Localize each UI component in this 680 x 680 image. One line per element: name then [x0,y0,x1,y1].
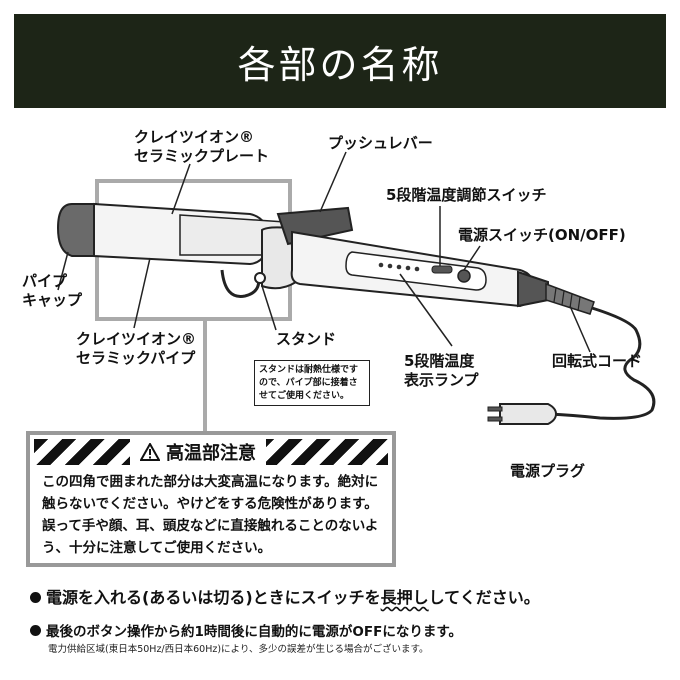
pipe-cap [56,203,97,257]
note-emphasis: 長押し [380,588,429,607]
warning-text: この四角で囲まれた部分は大変高温になります。絶対に触らないでください。やけどをす… [42,474,379,556]
label-pipe-cap: パイプ キャップ [22,272,82,310]
warning-title: 高温部注意 [130,439,266,465]
label-text: パイプ [22,272,68,290]
power-cord [547,306,656,420]
temp-lamp [405,265,411,271]
temp-lamp [396,264,402,270]
leader-pipe-cap [57,251,69,291]
leader-cord [569,305,591,353]
cord-coil [553,287,581,312]
label-power-switch: 電源スイッチ(ON/OFF) [458,226,626,244]
label-cord: 回転式コード [552,352,643,370]
label-ceramic-plate: クレイツイオン® セラミックプレート [134,128,269,166]
label-temp-lamps: 5段階温度 表示ランプ [404,352,479,390]
label-text: クレイツイオン® [76,330,197,348]
note-text: してください。 [428,588,540,607]
leader-push-lever [319,151,347,213]
page-title: 各部の名称 [237,42,443,87]
bullet-icon [30,625,41,636]
power-switch-button [457,269,471,283]
warning-box: 高温部注意 この四角で囲まれた部分は大変高温になります。絶対に触らないでください… [26,431,396,567]
plug-prong [487,406,503,412]
plug-prong [487,416,503,422]
label-plug: 電源プラグ [510,462,586,480]
label-push-lever: プッシュレバー [328,134,433,152]
header-banner: 各部の名称 [14,14,666,108]
stand-note: スタンドは耐熱仕様ですので、パイプ部に接着させてご使用ください。 [254,360,370,406]
bullet-icon [30,592,41,603]
warning-icon [140,443,160,461]
note-auto-off: 最後のボタン操作から約1時間後に自動的に電源がOFFになります。 [30,620,462,640]
handle-end-cap [517,270,549,308]
warning-title-text: 高温部注意 [166,443,256,464]
stand-ring [220,269,261,298]
label-text: 表示ランプ [404,371,479,389]
label-text: セラミックプレート [134,147,270,165]
temp-lamp [414,266,420,272]
power-plug [499,403,558,425]
label-text: キャップ [22,291,83,309]
label-ceramic-pipe: クレイツイオン® セラミックパイプ [76,330,196,368]
temp-lamp [387,263,393,269]
note-long-press: 電源を入れる(あるいは切る)ときにスイッチを長押ししてください。 [30,584,540,608]
leader-stand [261,285,277,331]
leader-pipe [133,257,151,329]
note-text: 電源を入れる(あるいは切る)ときにスイッチを [46,588,381,607]
cord-strain-relief [545,282,595,315]
note-region: 電力供給区域(東日本50Hz/西日本60Hz)により、多少の誤差が生じる場合がご… [48,644,429,655]
temp-lamp [378,262,384,268]
note-text: 最後のボタン操作から約1時間後に自動的に電源がOFFになります。 [46,624,462,640]
temp-switch-button [431,265,453,274]
label-text: クレイツイオン® [134,128,255,146]
warning-banner: 高温部注意 [34,439,388,465]
label-text: 5段階温度 [404,352,475,370]
leader-plate [171,163,191,215]
label-temp-switch: 5段階温度調節スイッチ [386,186,547,204]
leader-power-switch [463,245,481,271]
stand-pivot [254,272,266,284]
label-text: セラミックパイプ [76,349,196,367]
label-stand: スタンド [276,330,337,348]
leader-lamps [399,273,453,347]
